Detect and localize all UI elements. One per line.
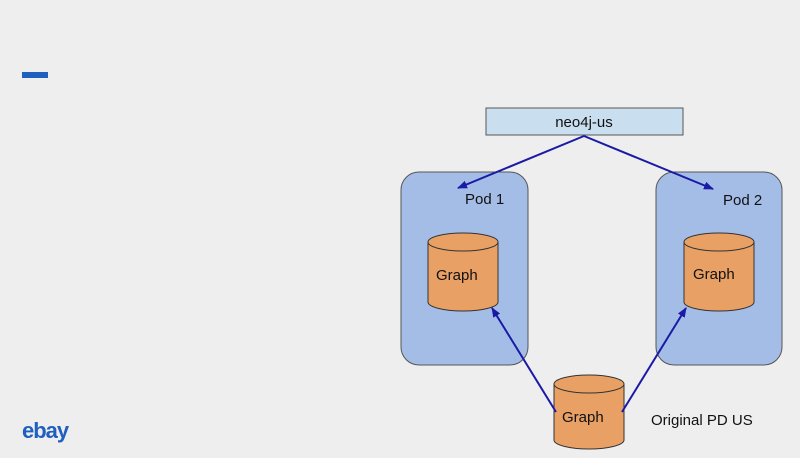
pod-2-graph-db: Graph <box>683 232 755 312</box>
service-neo4j-us: neo4j-us <box>485 107 684 136</box>
cylinder-top <box>427 232 499 252</box>
arrow-origin-to-pod-1-graph <box>491 307 557 413</box>
cylinder-top <box>683 232 755 252</box>
arrow-service-to-pod-1 <box>457 135 585 189</box>
arrow-service-to-pod-2 <box>583 135 714 190</box>
pod-1-graph-label: Graph <box>436 267 478 284</box>
pod-2-graph-label: Graph <box>693 266 735 283</box>
original-graph-db: Graph <box>553 374 625 450</box>
arrow-origin-to-pod-2-graph <box>621 307 687 413</box>
service-label: neo4j-us <box>555 114 613 131</box>
accent-bar <box>22 72 48 78</box>
cylinder-body <box>683 241 755 312</box>
logo-text: ebay <box>22 418 69 443</box>
pod-2: Pod 2 Graph <box>655 171 783 366</box>
pod-1-label: Pod 1 <box>465 191 504 208</box>
cylinder-top <box>553 374 625 394</box>
service-box <box>485 107 684 136</box>
original-pd-caption: Original PD US <box>651 412 753 429</box>
pod-2-label: Pod 2 <box>723 192 762 209</box>
ebay-logo: ebay <box>22 418 69 443</box>
original-graph-label: Graph <box>562 409 604 426</box>
pod-1-graph-db: Graph <box>427 232 499 312</box>
cylinder-body <box>427 241 499 312</box>
cylinder-body <box>553 383 625 450</box>
